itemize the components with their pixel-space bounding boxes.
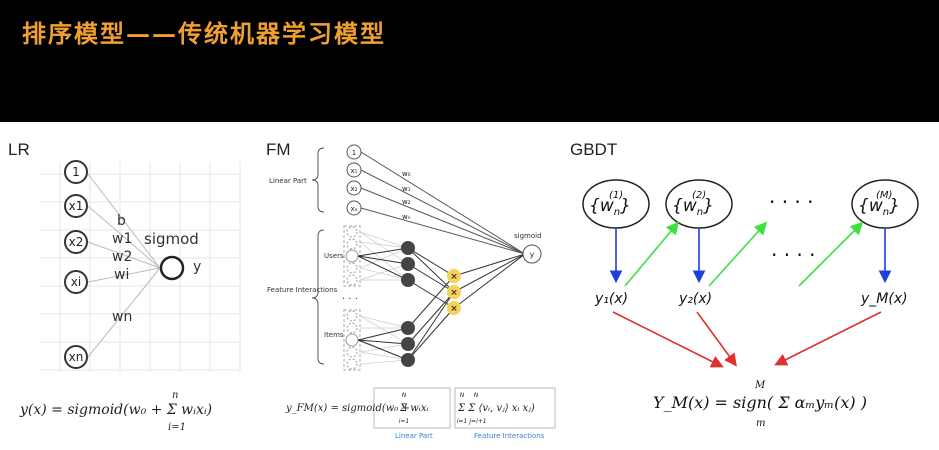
lr-input-label: xi — [71, 275, 81, 289]
fm-linear-brace — [311, 147, 325, 213]
lr-weight-label: w2 — [112, 249, 132, 265]
gbdt-tree-nodes — [582, 179, 919, 229]
lr-output-label: y — [193, 259, 201, 275]
lr-grid — [40, 162, 241, 372]
lr-weight-label: wn — [112, 309, 132, 325]
gbdt-blue-arrows — [609, 228, 892, 284]
fm-active-connections — [357, 247, 409, 361]
fm-caption-interactions: Feature Interactions — [474, 432, 545, 440]
fm-sum-upper: N — [460, 392, 465, 399]
content-area: LR 1 x1 x2 — [0, 122, 939, 450]
fm-sum-lower: i=1 — [399, 418, 410, 425]
fm-weight-label: w₂ — [402, 198, 411, 206]
gbdt-output-label: y_M(x) — [860, 291, 908, 307]
gbdt-green-arrows — [624, 221, 864, 287]
gbdt-tree-label: {wn} — [672, 196, 714, 218]
gbdt-tree-sub: n — [614, 207, 620, 218]
gbdt-dots-mid: · · · · — [771, 243, 816, 267]
fm-dots: · · · — [342, 294, 358, 305]
fm-input-label: x₁ — [351, 167, 358, 175]
gbdt-tree-label: {wn} — [858, 196, 900, 218]
gbdt-tree-sup: (1) — [609, 190, 623, 201]
fm-cross-icon: × — [450, 304, 458, 314]
gbdt-formula: Y_M(x) = sign( Σ αₘyₘ(x) ) — [653, 393, 867, 412]
fm-diagram: Linear Part Feature Interactions Users I… — [267, 144, 556, 440]
fm-input-label: x₂ — [351, 185, 358, 193]
lr-input-nodes — [64, 160, 88, 369]
fm-feature-brace — [311, 229, 325, 365]
fm-input-label: 1 — [352, 149, 356, 157]
gbdt-label: GBDT — [570, 140, 618, 159]
fm-weight-label: wₙ — [402, 213, 411, 221]
lr-label: LR — [8, 140, 30, 159]
lr-connections — [87, 173, 161, 358]
fm-formula-linear: Σ wᵢxᵢ — [399, 403, 428, 414]
lr-weight-label: w1 — [112, 231, 132, 247]
gbdt-dots-top: · · · · — [769, 190, 814, 214]
fm-cross-nodes — [447, 269, 461, 315]
fm-feature-label: Feature Interactions — [267, 286, 338, 294]
lr-input-label: xn — [69, 350, 84, 364]
gbdt-tree-weight: w — [600, 196, 614, 216]
lr-activation-label: sigmod — [144, 230, 199, 248]
gbdt-sum-lower: m — [756, 418, 765, 429]
fm-activation-label: sigmoid — [514, 232, 542, 240]
fm-label: FM — [266, 140, 291, 159]
lr-weight-label: b — [117, 213, 126, 229]
gbdt-tree-weight: w — [869, 196, 883, 216]
lr-input-label: x2 — [69, 235, 84, 249]
gbdt-output-label: y₁(x) — [594, 291, 628, 307]
fm-linear-box — [373, 387, 451, 429]
fm-interaction-box — [454, 387, 556, 429]
fm-users-label: Users — [324, 252, 344, 260]
fm-linear-nodes — [346, 144, 362, 216]
gbdt-tree-weight: w — [683, 196, 697, 216]
lr-output-node — [159, 255, 185, 281]
lr-weight-label: wi — [114, 267, 129, 283]
fm-linear-part-label: Linear Part — [269, 177, 307, 185]
fm-linear-connections — [360, 151, 526, 255]
lr-sum-upper: n — [172, 390, 178, 401]
gbdt-diagram: {wn} (1) {wn} (2) {wn} (M) · · · · · · ·… — [582, 179, 919, 429]
gbdt-tree-label: {wn} — [589, 196, 631, 218]
gbdt-tree-sup: (M) — [876, 190, 892, 201]
fm-cross-icon: × — [450, 272, 458, 282]
fm-embedding-nodes — [401, 241, 415, 367]
fm-cross-icon: × — [450, 288, 458, 298]
lr-input-label: 1 — [72, 165, 80, 179]
gbdt-tree-sub: n — [697, 207, 703, 218]
fm-formula-left: y_FM(x) = sigmoid(w₀ + — [285, 403, 410, 414]
fm-items-label: Items — [324, 331, 344, 339]
fm-output-node — [522, 244, 542, 264]
gbdt-tree-sub: n — [883, 207, 889, 218]
fm-formula-interaction: Σ Σ ⟨vᵢ, vⱼ⟩ xᵢ xⱼ) — [457, 403, 535, 414]
fm-sum-upper: N — [402, 392, 407, 399]
lr-formula: y(x) = sigmoid(w₀ + Σ wᵢxᵢ) — [19, 402, 212, 418]
fm-caption-linear: Linear Part — [395, 432, 433, 440]
gbdt-tree-sup: (2) — [692, 190, 706, 201]
fm-weight-label: w₁ — [402, 185, 411, 193]
gbdt-sum-upper: M — [754, 380, 766, 391]
fm-sum-lower: j=i+1 — [468, 418, 486, 425]
fm-cross-connections — [407, 247, 455, 361]
lr-sum-lower: i=1 — [168, 422, 186, 433]
fm-sum-upper: N — [474, 392, 479, 399]
fm-sum-lower: i=1 — [457, 418, 468, 425]
lr-diagram: 1 x1 x2 xi xn b w1 w2 wi wn sigmod y y(x… — [19, 160, 241, 433]
gbdt-output-label: y₂(x) — [678, 291, 712, 307]
lr-input-label: x1 — [69, 199, 84, 213]
fm-weight-label: w₀ — [402, 170, 411, 178]
fm-output-connections — [453, 253, 526, 309]
gbdt-red-arrows — [612, 311, 882, 368]
slide-title: 排序模型——传统机器学习模型 — [22, 19, 386, 48]
fm-input-label: xₙ — [351, 205, 358, 213]
fm-output-label: y — [530, 250, 535, 259]
